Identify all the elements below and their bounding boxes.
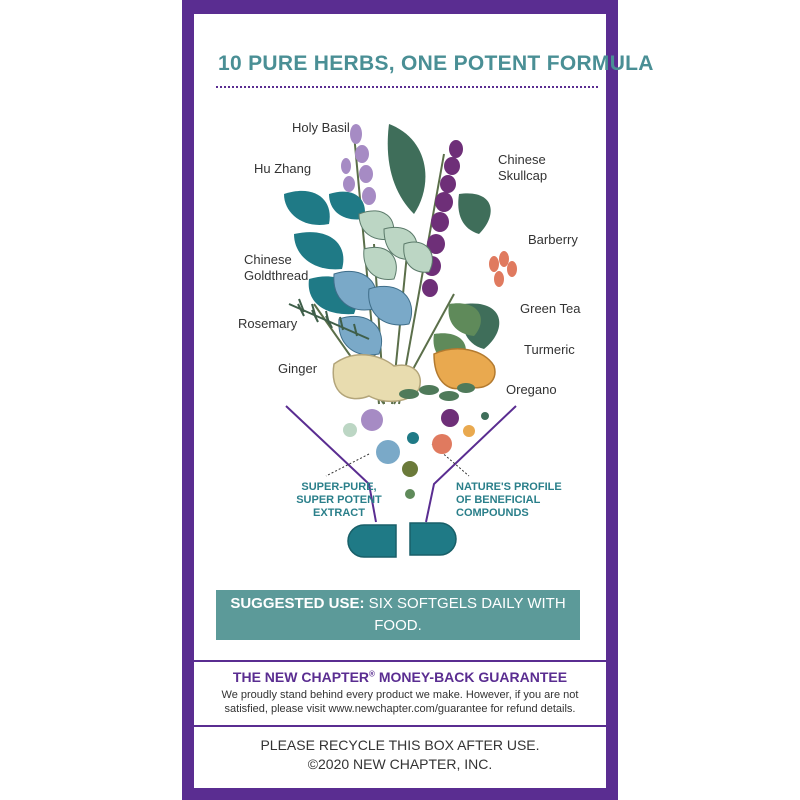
callout-extract: SUPER-PURE, SUPER POTENT EXTRACT: [296, 481, 382, 519]
copyright: ©2020 NEW CHAPTER, INC.: [307, 756, 493, 772]
callout-compounds: NATURE'S PROFILE OF BENEFICIAL COMPOUNDS: [456, 481, 562, 519]
label-turmeric: Turmeric: [524, 342, 575, 357]
recycle-notice: PLEASE RECYCLE THIS BOX AFTER USE.: [260, 737, 540, 753]
herb-illustration: [284, 124, 517, 558]
title-divider: [216, 86, 598, 88]
label-barberry: Barberry: [528, 232, 578, 247]
label-oregano: Oregano: [506, 382, 557, 397]
label-holy-basil: Holy Basil: [292, 120, 350, 135]
label-chinese-goldthread: Chinese Goldthread: [244, 252, 309, 283]
registered-mark: ®: [369, 669, 375, 679]
label-chinese-skullcap: Chinese Skullcap: [498, 152, 548, 183]
suggested-use-box: SUGGESTED USE: SIX SOFTGELS DAILY WITH F…: [216, 590, 580, 656]
divider-bottom: [194, 725, 606, 727]
suggested-use-line1: SUGGESTED USE: SIX SOFTGELS DAILY WITH F…: [230, 595, 566, 634]
label-rosemary: Rosemary: [238, 316, 298, 331]
suggested-use-line2: NOT RECOMMENDED FOR USE IN CHILDREN.: [232, 639, 564, 656]
divider-top: [194, 660, 606, 662]
label-hu-zhang: Hu Zhang: [254, 161, 312, 176]
panel-title: 10 PURE HERBS, ONE POTENT FORMULA: [218, 52, 654, 75]
info-panel: 10 PURE HERBS, ONE POTENT FORMULA: [182, 0, 654, 800]
guarantee-text: We proudly stand behind every product we…: [221, 689, 579, 715]
guarantee-title: THE NEW CHAPTER® MONEY-BACK GUARANTEE: [232, 669, 568, 685]
label-ginger: Ginger: [278, 361, 318, 376]
suggested-use-label: SUGGESTED USE:: [230, 595, 365, 612]
capsule-icon: [347, 522, 457, 558]
label-green-tea: Green Tea: [520, 301, 581, 316]
footer: PLEASE RECYCLE THIS BOX AFTER USE. ©2020…: [194, 736, 606, 774]
